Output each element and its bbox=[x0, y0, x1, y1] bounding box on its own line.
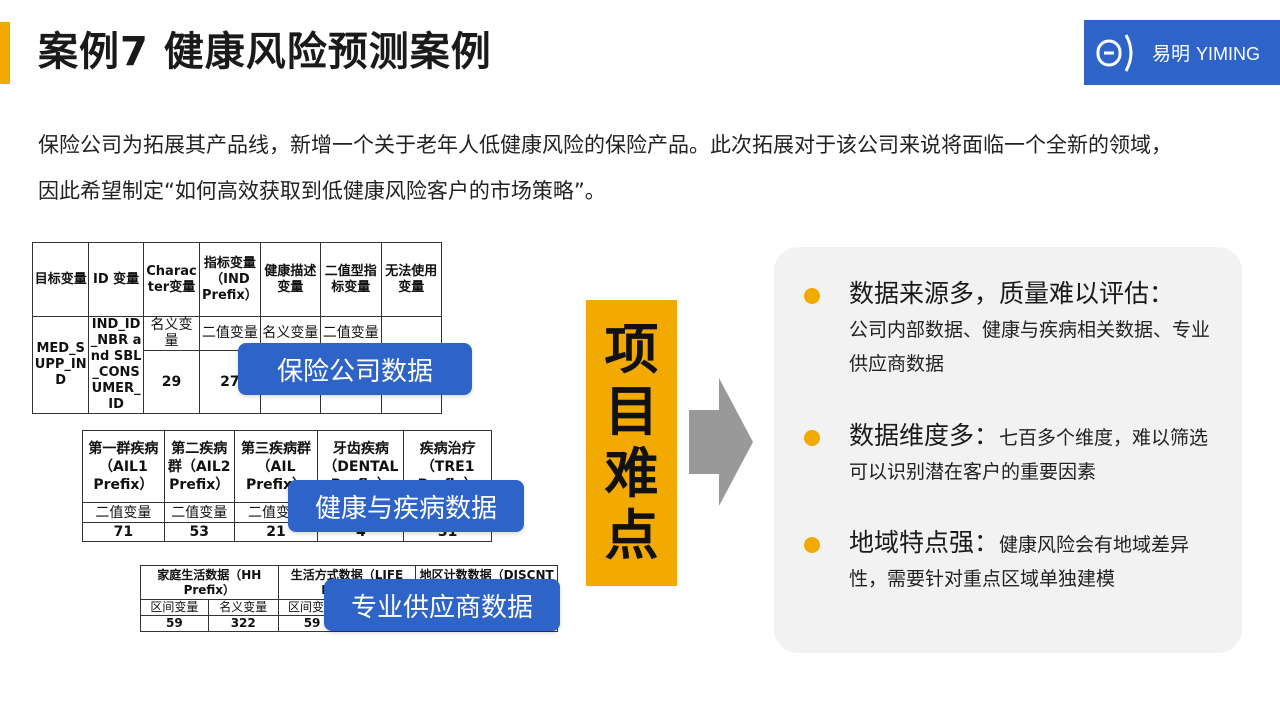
table-cell: 29 bbox=[142, 349, 201, 415]
table-cell: 59 bbox=[140, 615, 209, 632]
table-header: 目标变量 bbox=[31, 242, 90, 317]
table-header: 无法使用变量 bbox=[380, 242, 443, 317]
page-title: 案例7 健康风险预测案例 bbox=[38, 29, 492, 75]
table-cell: 二值变量 bbox=[199, 316, 261, 351]
logo-mark-icon bbox=[1096, 31, 1136, 75]
bullet-dot-icon bbox=[804, 288, 820, 304]
table-cell: 71 bbox=[82, 522, 165, 542]
right-arrow-icon bbox=[689, 378, 753, 510]
intro-paragraph: 保险公司为拓展其产品线，新增一个关于老年人低健康风险的保险产品。此次拓展对于该公… bbox=[38, 133, 1172, 203]
table-cell: 322 bbox=[207, 615, 279, 632]
table-cell: 名义变量 bbox=[142, 316, 201, 351]
table-header: 健康描述变量 bbox=[259, 242, 322, 317]
table-header: 第一群疾病（AIL1 Prefix） bbox=[82, 430, 165, 503]
logo-text-en: YIMING bbox=[1196, 44, 1261, 64]
table-header: 二值型指标变量 bbox=[320, 242, 382, 317]
table-cell: 区间变量 bbox=[140, 599, 209, 616]
table-header: 家庭生活数据（HH Prefix） bbox=[140, 565, 279, 600]
difficulty-label: 项目难点 bbox=[604, 318, 659, 567]
bullet-dot-icon bbox=[804, 430, 820, 446]
point-heading: 数据来源多，质量难以评估： bbox=[849, 279, 1175, 308]
point-heading: 数据维度多： bbox=[849, 421, 1000, 450]
table-header: ID 变量 bbox=[88, 242, 144, 317]
table-cell: 53 bbox=[163, 522, 235, 542]
difficulty-points-panel: 数据来源多，质量难以评估： 公司内部数据、健康与疾病相关数据、专业供应商数据 数… bbox=[774, 247, 1242, 653]
point-text: 健康风险会有地域差异性，需要针对重点区域单独建模 bbox=[849, 534, 1190, 590]
point-text: 七百多个维度，难以筛选可以识别潜在客户的重要因素 bbox=[849, 427, 1209, 483]
table-header: 指标变量（IND Prefix） bbox=[199, 242, 261, 317]
point-text: 公司内部数据、健康与疾病相关数据、专业供应商数据 bbox=[849, 319, 1211, 375]
table-header: 第二疾病群（AIL2 Prefix） bbox=[163, 430, 235, 503]
table-cell: 二值变量 bbox=[82, 502, 165, 523]
bullet-dot-icon bbox=[804, 537, 820, 553]
health-data-label: 健康与疾病数据 bbox=[288, 480, 524, 532]
difficulty-banner: 项目难点 bbox=[586, 300, 677, 586]
company-data-label: 保险公司数据 bbox=[238, 343, 472, 395]
table-cell: 名义变量 bbox=[207, 599, 279, 616]
list-item: 数据维度多：七百多个维度，难以筛选可以识别潜在客户的重要因素 bbox=[804, 419, 1224, 489]
title-accent-bar bbox=[0, 22, 10, 84]
table-cell: 二值变量 bbox=[163, 502, 235, 523]
table-cell: MED_SUPP_IND bbox=[31, 316, 90, 414]
point-heading: 地域特点强： bbox=[849, 528, 1000, 557]
table-header: Character变量 bbox=[142, 242, 201, 317]
list-item: 地域特点强：健康风险会有地域差异性，需要针对重点区域单独建模 bbox=[804, 526, 1224, 596]
logo-text-cn: 易明 bbox=[1152, 43, 1191, 65]
list-item: 数据来源多，质量难以评估： 公司内部数据、健康与疾病相关数据、专业供应商数据 bbox=[804, 277, 1224, 381]
table-cell: IND_ID_NBR and SBL_CONSUMER_ID bbox=[88, 316, 144, 414]
vendor-data-label: 专业供应商数据 bbox=[324, 579, 560, 631]
